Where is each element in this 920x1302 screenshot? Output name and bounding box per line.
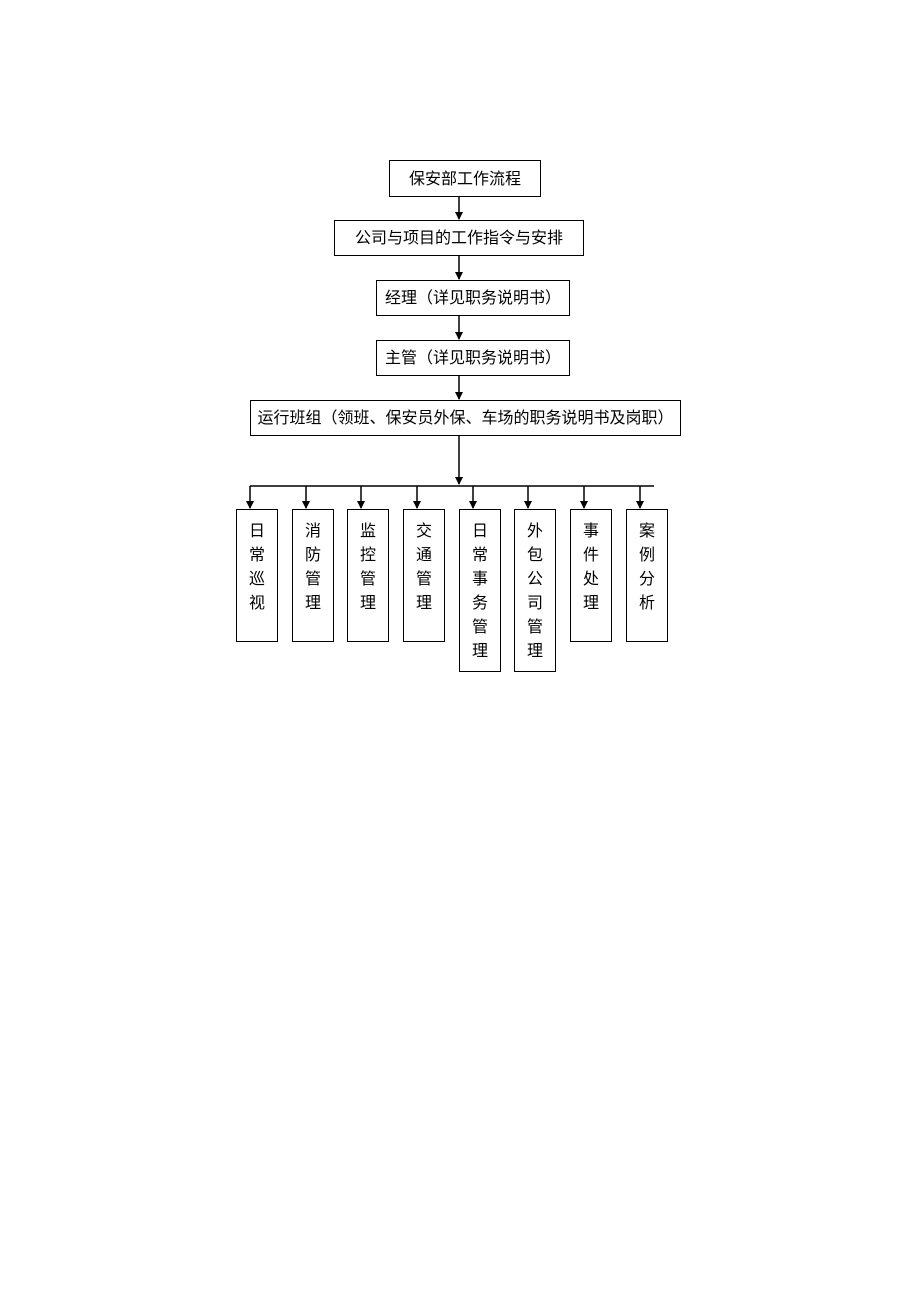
branch-box-b6: 外包公司管理 <box>514 509 556 672</box>
node-operation-team: 运行班组（领班、保安员外保、车场的职务说明书及岗职） <box>250 400 681 436</box>
node-security-dept-workflow: 保安部工作流程 <box>389 160 541 197</box>
branch-char: 分 <box>638 569 655 588</box>
branch-char: 包 <box>526 545 543 564</box>
branch-box-b2: 消防管理 <box>292 509 334 642</box>
branch-char: 理 <box>415 593 432 612</box>
node-label: 保安部工作流程 <box>408 168 521 188</box>
branch-char: 常 <box>248 545 265 564</box>
branch-box-b3: 监控管理 <box>347 509 389 642</box>
branch-char: 理 <box>471 641 488 660</box>
branch-char: 例 <box>638 545 655 564</box>
branch-char: 视 <box>248 593 265 612</box>
branch-char: 日 <box>248 521 265 540</box>
branch-char: 外 <box>526 521 543 540</box>
branch-char: 理 <box>582 593 599 612</box>
branch-char: 理 <box>526 641 543 660</box>
branch-char: 司 <box>526 593 543 612</box>
node-label: 主管（详见职务说明书） <box>384 348 561 367</box>
branch-char: 管 <box>471 617 488 636</box>
branch-char: 理 <box>304 593 321 612</box>
branch-box-b8: 案例分析 <box>626 509 668 642</box>
branch-char: 事 <box>582 521 599 540</box>
branch-char: 控 <box>359 545 376 564</box>
branch-char: 通 <box>415 545 432 564</box>
branch-box-b5: 日常事务管理 <box>459 509 501 672</box>
branch-char: 管 <box>526 617 543 636</box>
branch-char: 监 <box>359 521 376 540</box>
branch-char: 理 <box>359 593 376 612</box>
node-label: 公司与项目的工作指令与安排 <box>354 228 563 247</box>
branch-char: 件 <box>582 545 599 564</box>
branch-char: 管 <box>359 569 376 588</box>
branch-char: 交 <box>415 521 432 540</box>
branch-box-b4: 交通管理 <box>403 509 445 642</box>
branch-char: 常 <box>471 545 488 564</box>
branch-char: 处 <box>582 569 599 588</box>
branch-char: 事 <box>471 569 488 588</box>
branch-char: 管 <box>304 569 321 588</box>
branch-box-b1: 日常巡视 <box>236 509 278 642</box>
branch-char: 防 <box>304 545 321 564</box>
branch-box-b7: 事件处理 <box>570 509 612 642</box>
branch-char: 析 <box>638 593 655 612</box>
branch-char: 务 <box>471 593 488 612</box>
branch-char: 巡 <box>248 569 265 588</box>
branch-char: 公 <box>526 569 543 588</box>
node-manager: 经理（详见职务说明书） <box>376 280 570 316</box>
branch-char: 日 <box>471 521 488 540</box>
branch-char: 管 <box>415 569 432 588</box>
node-label: 经理（详见职务说明书） <box>384 288 561 307</box>
branch-char: 案 <box>638 521 655 540</box>
branch-char: 消 <box>304 521 321 540</box>
node-label: 运行班组（领班、保安员外保、车场的职务说明书及岗职） <box>257 408 674 427</box>
node-supervisor: 主管（详见职务说明书） <box>376 340 570 376</box>
node-company-project-instructions: 公司与项目的工作指令与安排 <box>334 220 584 256</box>
